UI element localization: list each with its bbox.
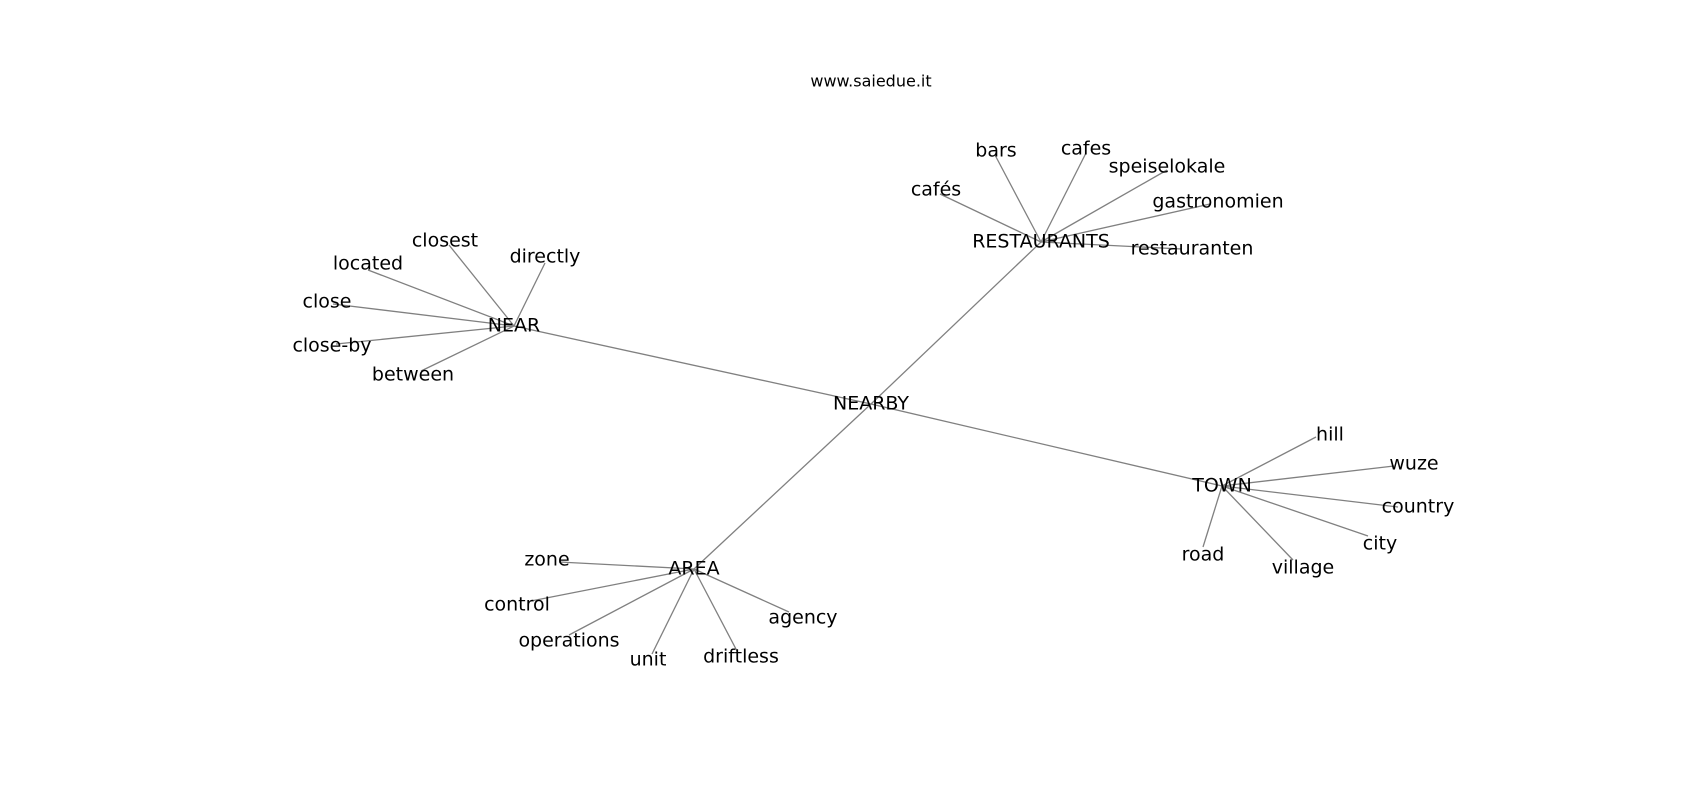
node-label-control: control xyxy=(484,594,550,616)
node-label-city: city xyxy=(1363,533,1397,555)
edge-town-city xyxy=(1221,485,1369,537)
edge-near-between xyxy=(420,325,515,372)
node-label-country: country xyxy=(1382,496,1455,518)
edge-area-agency xyxy=(693,568,790,613)
node-label-restaurants: RESTAURANTS xyxy=(972,231,1110,253)
edge-nearby-restaurants xyxy=(870,241,1042,405)
edges-layer xyxy=(332,152,1399,655)
node-label-directly: directly xyxy=(510,246,581,268)
node-label-closest: closest xyxy=(412,230,478,252)
edge-town-wuze xyxy=(1221,465,1395,487)
edge-nearby-area xyxy=(693,403,872,570)
node-label-close: close xyxy=(303,291,352,313)
edge-restaurants-restauranten xyxy=(1040,241,1183,250)
edge-near-close-by xyxy=(335,325,515,345)
node-label-between: between xyxy=(372,364,454,386)
node-label-cafes: cafes xyxy=(1061,138,1111,160)
node-label-bars: bars xyxy=(975,140,1016,162)
node-label-wuze: wuze xyxy=(1389,453,1438,475)
node-label-agency: agency xyxy=(768,607,837,629)
site-label: www.saiedue.it xyxy=(810,72,931,91)
node-label-unit: unit xyxy=(630,649,667,671)
edge-near-closest xyxy=(448,244,515,327)
node-label-near: NEAR xyxy=(488,315,540,337)
node-label-town: TOWN xyxy=(1191,475,1252,497)
node-label-gastronomien: gastronomien xyxy=(1152,191,1283,213)
node-label-operations: operations xyxy=(518,630,619,652)
edge-restaurants-gastronomien xyxy=(1040,203,1211,243)
node-label-zone: zone xyxy=(524,549,569,571)
node-label-speiselokale: speiselokale xyxy=(1109,156,1226,178)
node-label-road: road xyxy=(1182,544,1225,566)
edge-restaurants-bars xyxy=(994,154,1042,243)
edge-nearby-near xyxy=(513,325,872,405)
node-label-cafes: cafés xyxy=(911,179,961,201)
node-label-hill: hill xyxy=(1316,424,1344,446)
edge-restaurants-cafes xyxy=(1040,152,1087,243)
node-label-nearby: NEARBY xyxy=(833,393,909,415)
edge-area-unit xyxy=(651,568,695,655)
edge-area-control xyxy=(530,568,695,602)
node-label-restauranten: restauranten xyxy=(1131,238,1254,260)
edge-nearby-town xyxy=(870,403,1223,487)
node-label-located: located xyxy=(333,253,403,275)
edge-town-village xyxy=(1221,485,1294,561)
edge-town-hill xyxy=(1221,436,1317,487)
edge-town-road xyxy=(1202,485,1223,548)
node-label-area: AREA xyxy=(668,558,719,580)
node-label-driftless: driftless xyxy=(703,646,779,668)
edge-near-close xyxy=(332,303,515,327)
edge-area-driftless xyxy=(693,568,738,652)
edge-area-operations xyxy=(568,568,695,636)
edge-near-located xyxy=(367,269,515,327)
node-label-village: village xyxy=(1272,557,1334,579)
edge-town-country xyxy=(1221,485,1399,508)
labels-layer: NEARBY RESTAURANTS NEAR TOWN AREA bars cafessp… xyxy=(292,138,1454,671)
node-label-close-by: close-by xyxy=(292,335,371,357)
edge-restaurants-cafes xyxy=(939,193,1042,243)
edge-restaurants-speiselokale xyxy=(1040,169,1168,243)
edge-near-directly xyxy=(513,262,546,327)
edge-area-zone xyxy=(558,561,695,570)
